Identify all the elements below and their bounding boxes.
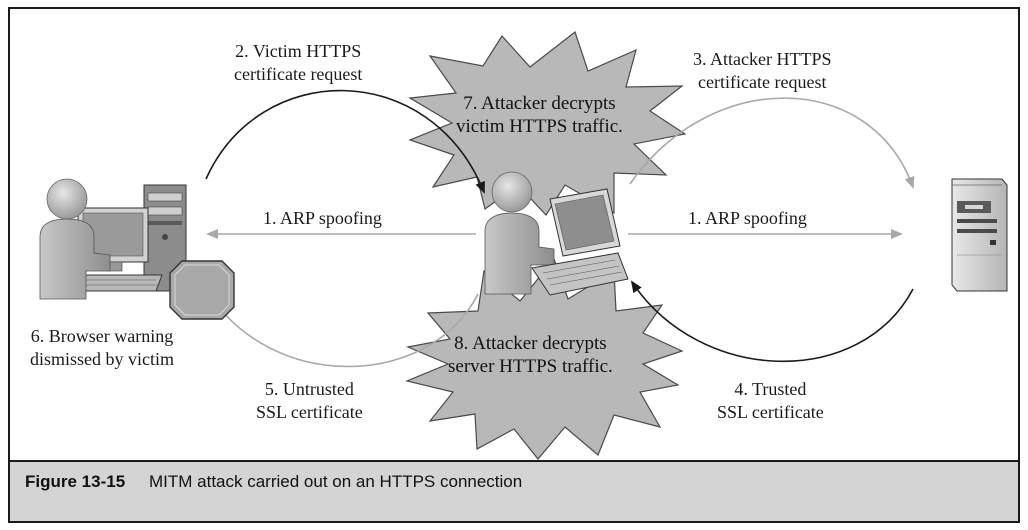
label-untrusted-cert-line2: SSL certificate (256, 402, 363, 422)
server-tower-icon (951, 178, 1008, 292)
label-star-bottom-line2: server HTTPS traffic. (448, 356, 613, 377)
figure-number: Figure 13-15 (25, 472, 126, 491)
arrow-trusted-cert (630, 280, 914, 363)
label-untrusted-cert: 5. Untrusted SSL certificate (256, 378, 363, 424)
label-star-bottom-line1: 8. Attacker decrypts (454, 333, 607, 354)
browser-warning-icon (169, 260, 235, 320)
label-attacker-request-line2: certificate request (698, 72, 827, 92)
figure-caption: MITM attack carried out on an HTTPS conn… (149, 472, 523, 491)
label-arp-left: 1. ARP spoofing (263, 208, 382, 228)
star-top-shape (408, 31, 687, 216)
label-attacker-request: 3. Attacker HTTPS certificate request (693, 48, 831, 94)
label-star-top-line1: 7. Attacker decrypts (463, 93, 616, 114)
arrow-untrusted-cert (204, 287, 479, 368)
label-browser-warning-line1: 6. Browser warning (30, 326, 174, 346)
label-star-bottom: 8. Attacker decrypts server HTTPS traffi… (448, 332, 613, 378)
label-untrusted-cert-line1: 5. Untrusted (264, 379, 354, 399)
label-attacker-request-line1: 3. Attacker HTTPS (693, 49, 832, 69)
victim-icon (39, 178, 187, 300)
arrow-victim-request (205, 89, 485, 194)
label-star-top-line2: victim HTTPS traffic. (456, 116, 623, 137)
figure-caption-bar: Figure 13-15 MITM attack carried out on … (10, 460, 1018, 521)
label-browser-warning: 6. Browser warning dismissed by victim (30, 325, 174, 371)
label-browser-warning-line2: dismissed by victim (30, 349, 174, 369)
figure-frame: 2. Victim HTTPS certificate request 3. A… (8, 7, 1020, 523)
label-victim-request-line1: 2. Victim HTTPS (235, 41, 362, 61)
label-arp-right: 1. ARP spoofing (688, 208, 807, 228)
label-victim-request: 2. Victim HTTPS certificate request (234, 40, 362, 86)
label-trusted-cert-line1: 4. Trusted (734, 379, 807, 399)
label-trusted-cert-line2: SSL certificate (717, 402, 824, 422)
label-victim-request-line2: certificate request (234, 64, 363, 84)
label-star-top: 7. Attacker decrypts victim HTTPS traffi… (456, 92, 623, 138)
mitm-diagram: 2. Victim HTTPS certificate request 3. A… (10, 9, 1018, 460)
label-trusted-cert: 4. Trusted SSL certificate (717, 378, 824, 424)
diagram-canvas (39, 31, 1008, 460)
arrow-attacker-request (629, 97, 915, 189)
attacker-icon (484, 171, 629, 296)
